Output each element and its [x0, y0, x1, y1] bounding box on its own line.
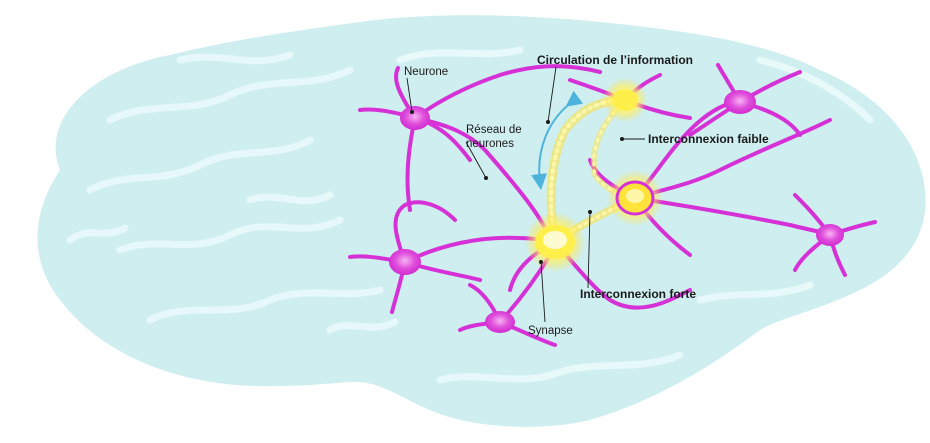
label-neurone: Neurone: [404, 66, 448, 78]
label-interconnexion-forte: Interconnexion forte: [580, 287, 696, 301]
double-headed-arrow-icon: [531, 90, 584, 190]
leader-lines: [406, 66, 645, 323]
active-neuron-top: [612, 89, 638, 111]
label-circulation: Circulation de l’information: [537, 53, 693, 67]
label-reseau-line2: neurones: [466, 138, 514, 150]
neuron-soma-f: [724, 90, 756, 114]
label-synapse: Synapse: [528, 325, 573, 337]
neuron-soma-c: [485, 311, 515, 333]
neuron-soma-b: [389, 249, 421, 275]
neuron-somas: [389, 90, 844, 333]
active-neurons: [525, 78, 663, 272]
label-interconnexion-faible: Interconnexion faible: [648, 132, 769, 146]
neuron-soma-g: [816, 224, 844, 246]
label-reseau-line1: Réseau de: [466, 124, 522, 136]
neuron-soma-a: [400, 106, 430, 130]
